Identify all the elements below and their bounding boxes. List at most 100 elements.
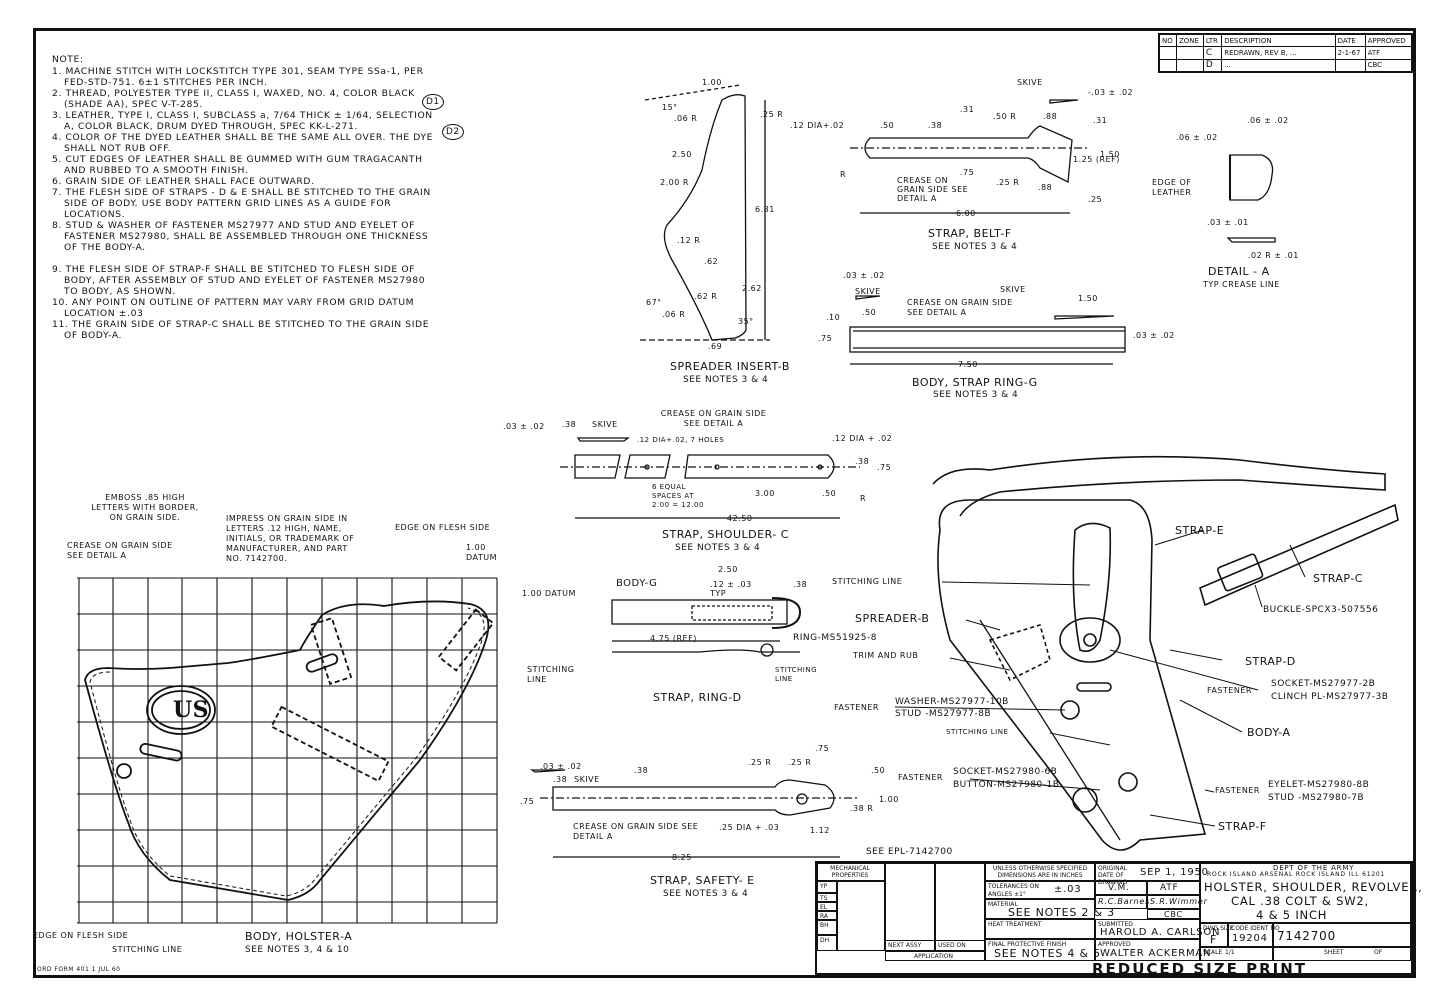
dim-belt-6-00: 6.00 — [956, 209, 976, 218]
spreader-insert-shape — [640, 84, 770, 341]
see-epl-note: SEE EPL-7142700 — [866, 847, 953, 857]
dim-shoulder-38: .38 — [562, 420, 577, 429]
dim-spreader-1-00: 1.00 — [702, 78, 722, 87]
dim-spreader-6-81: 6.81 — [755, 205, 775, 214]
assy-fastener-2-stud: STUD -MS27977-8B — [895, 709, 992, 719]
detail-a-edge-label: EDGE OF LEATHER — [1152, 178, 1192, 197]
dim-belt-88-top: .88 — [1043, 112, 1058, 121]
tb-of-label: OF — [1374, 949, 1383, 956]
body-stitching-bottom: STITCHING LINE — [112, 945, 183, 954]
tb-finish: SEE NOTES 4 & 5 — [994, 947, 1101, 960]
safety-crease-note: CREASE ON GRAIN SIDE SEE DETAIL A — [573, 822, 699, 841]
tb-used-on: USED ON — [938, 942, 966, 949]
assy-fastener-2-label: FASTENER — [834, 703, 879, 712]
tb-title-line-2: CAL .38 COLT & SW2, — [1231, 894, 1369, 908]
assy-spreader-b: SPREADER-B — [855, 612, 930, 625]
assy-fastener-1-label: FASTENER — [1207, 686, 1252, 695]
dim-spreader-06r-lower: .06 R — [662, 310, 686, 319]
safety-skive: SKIVE — [574, 775, 600, 784]
dim-shoulder-42-50: 42.50 — [727, 514, 753, 523]
dim-spreader-25r: .25 R — [760, 110, 784, 119]
assy-fastener-4-eyelet: EYELET-MS27980-8B — [1268, 780, 1370, 790]
assy-buckle: BUCKLE-SPCX3-507556 — [1263, 605, 1379, 615]
body-stitching-line: STITCHING LINE — [527, 665, 575, 684]
shoulder-radius-label: R — [860, 494, 867, 503]
body-datum-right: 1.00 DATUM — [522, 589, 576, 598]
dim-safety-75-left: .75 — [520, 797, 535, 806]
belt-crease-note: CREASE ON GRAIN SIDE SEE DETAIL A — [897, 176, 969, 203]
tb-unless: UNLESS OTHERWISE SPECIFIED DIMENSIONS AR… — [992, 865, 1088, 879]
body-impress-note: IMPRESS ON GRAIN SIDE IN LETTERS .12 HIG… — [226, 514, 355, 563]
tb-mech-row: YP — [820, 883, 828, 890]
tb-orig-date: SEP 1, 1950 — [1140, 867, 1209, 878]
note-8: 8. STUD & WASHER OF FASTENER MS27977 AND… — [52, 220, 429, 253]
assy-fastener-4-stud: STUD -MS27980-7B — [1268, 793, 1365, 803]
body-subtitle: SEE NOTES 3, 4 & 10 — [245, 945, 350, 955]
dim-detail-a-top: .06 ± .02 — [1247, 116, 1289, 125]
dim-belt-50r: .50 R — [993, 112, 1017, 121]
tb-next-assy: NEXT ASSY — [888, 942, 922, 949]
strap-shoulder-c-shape — [560, 437, 860, 519]
ringg-crease-note: CREASE ON GRAIN SIDE SEE DETAIL A — [907, 298, 1013, 317]
body-holster-grid — [77, 577, 498, 924]
dim-ringd-4-75-ref: 4.75 (REF) — [650, 634, 697, 643]
dim-safety-1-12: 1.12 — [810, 826, 830, 835]
body-title: BODY, HOLSTER-A — [245, 930, 353, 943]
tb-tolerances: TOLERANCES ON — [988, 883, 1039, 890]
dim-spreader-12r: .12 R — [677, 236, 701, 245]
dim-safety-skive-thk: .03 ± .02 — [540, 762, 582, 771]
dim-belt-25r: .25 R — [996, 178, 1020, 187]
dim-safety-38-skive: .38 — [553, 775, 568, 784]
dim-ringg-1-50: 1.50 — [1078, 294, 1098, 303]
dim-ringg-skive-thk: .03 ± .02 — [843, 271, 885, 280]
body-crease-note: CREASE ON GRAIN SIDE SEE DETAIL A — [67, 541, 173, 560]
tb-orig-date-label: ORIGINAL DATE OF DRAWING — [1098, 865, 1128, 886]
shoulder-subtitle: SEE NOTES 3 & 4 — [675, 543, 761, 553]
dim-belt-31: .31 — [960, 105, 975, 114]
title-block: MECHANICAL PROPERTIES YP TS EL RA BH DH … — [815, 861, 1422, 978]
dim-spreader-67deg: 67° — [646, 298, 662, 307]
dim-belt-1-50: 1.50 — [1100, 150, 1120, 159]
tb-code: 19204 — [1232, 933, 1268, 944]
safety-title: STRAP, SAFETY- E — [650, 874, 755, 887]
strap-ring-body-g-shape — [849, 295, 1126, 365]
dim-shoulder-skive-thk: .03 ± .02 — [503, 422, 545, 431]
tb-submitted: HAROLD A. CARLSON — [1100, 927, 1221, 938]
tb-code-label: CODE IDENT NO — [1231, 925, 1280, 932]
ringd-stitching-line: STITCHING LINE — [775, 666, 818, 683]
shoulder-skive: SKIVE — [592, 420, 618, 429]
tb-approved-label: APPROVED — [1098, 941, 1131, 948]
ringg-title: BODY, STRAP RING-G — [912, 376, 1038, 389]
tb-tol-dec: ±.03 — [1054, 884, 1082, 895]
assy-fastener-2-washer: WASHER-MS27977-10B — [895, 697, 1009, 707]
tb-finish-label: FINAL PROTECTIVE FINISH — [988, 941, 1067, 948]
dim-ringg-10: .10 — [826, 313, 841, 322]
dim-safety-50: .50 — [871, 766, 886, 775]
note-4: 4. COLOR OF THE DYED LEATHER SHALL BE TH… — [52, 132, 433, 154]
assy-fastener-1-clinch: CLINCH PL-MS27977-3B — [1271, 692, 1389, 702]
revision-mark-d2: D2 — [442, 124, 464, 140]
shoulder-crease-note: CREASE ON GRAIN SIDE SEE DETAIL A — [660, 409, 767, 428]
note-3: 3. LEATHER, TYPE I, CLASS I, SUBCLASS a,… — [52, 110, 433, 132]
tb-traced: R.C.Barnes — [1098, 897, 1151, 906]
assy-fastener-4-label: FASTENER — [1215, 786, 1260, 795]
detail-a-title: DETAIL - A — [1208, 265, 1270, 278]
dim-ringg-75: .75 — [818, 334, 833, 343]
tb-mech-row: BH — [820, 922, 829, 929]
rev-header-no: NO — [1159, 33, 1177, 48]
dim-belt-skive-thk: -.03 ± .02 — [1088, 88, 1134, 97]
revisions-table: NO ZONE LTR DESCRIPTION DATE APPROVED C … — [1158, 33, 1413, 73]
spreader-title: SPREADER INSERT-B — [670, 360, 790, 373]
tb-material-label: MATERIAL — [988, 901, 1018, 908]
tb-approved: WALTER ACKERMAN — [1100, 948, 1212, 959]
dim-ringd-2-50: 2.50 — [718, 565, 738, 574]
dim-safety-25r-a: .25 R — [748, 758, 772, 767]
tb-arsenal: ROCK ISLAND ARSENAL ROCK ISLAND ILL 6120… — [1207, 871, 1386, 878]
rev-row: C REDRAWN, REV B, ... 2-1-67 ATF — [1159, 46, 1413, 60]
dim-belt-38: .38 — [928, 121, 943, 130]
reduced-size-print: REDUCED SIZE PRINT — [1092, 960, 1307, 978]
belt-skive-label: SKIVE — [1017, 78, 1043, 87]
tb-approved-sig: S.R.Wimmer — [1150, 897, 1208, 906]
belt-title: STRAP, BELT-F — [928, 227, 1012, 240]
